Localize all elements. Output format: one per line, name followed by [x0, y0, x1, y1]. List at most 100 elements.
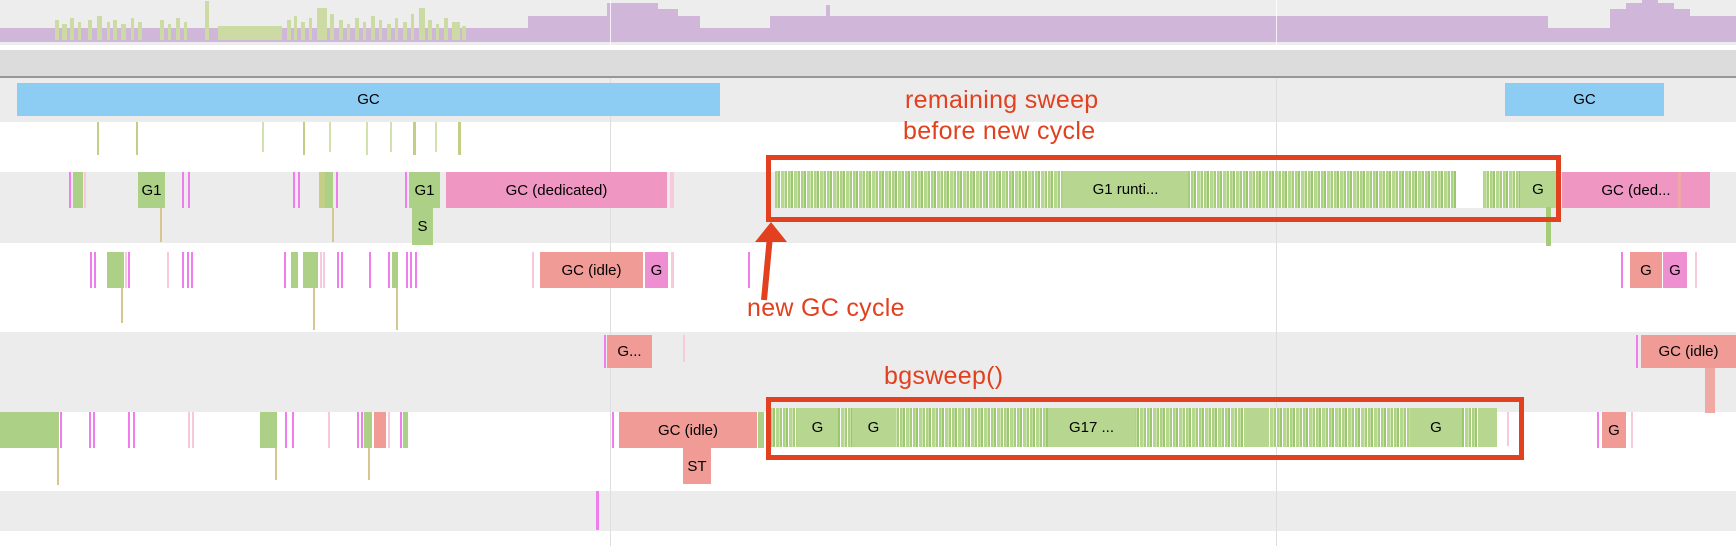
tick-mark[interactable] [262, 122, 264, 152]
trace-slice[interactable] [73, 172, 83, 208]
event-mark[interactable] [84, 172, 86, 208]
event-mark[interactable] [683, 335, 685, 362]
event-mark[interactable] [128, 252, 130, 288]
labeled-slice[interactable]: G [1410, 408, 1462, 447]
trace-slice[interactable] [758, 412, 764, 448]
tick-mark[interactable] [366, 122, 368, 155]
tick-mark[interactable] [136, 122, 138, 155]
trace-slice[interactable] [319, 172, 325, 208]
tick-mark[interactable] [390, 122, 392, 152]
event-mark[interactable] [406, 252, 408, 288]
event-mark[interactable] [93, 412, 95, 448]
event-mark[interactable] [90, 252, 92, 288]
tick-mark[interactable] [303, 122, 305, 155]
event-mark[interactable] [388, 412, 390, 448]
event-mark[interactable] [405, 172, 407, 208]
event-mark[interactable] [1507, 412, 1509, 446]
trace-slice[interactable] [392, 252, 398, 288]
event-mark[interactable] [94, 252, 96, 288]
tick-mark[interactable] [97, 122, 99, 155]
tick-mark[interactable] [329, 122, 331, 152]
event-mark[interactable] [388, 252, 390, 288]
event-mark[interactable] [748, 252, 750, 288]
gc-dedicated-slice[interactable]: GC (dedicated) [446, 172, 667, 208]
goroutine-slice[interactable]: G1 [409, 172, 440, 208]
event-mark[interactable] [1695, 252, 1697, 288]
trace-slice[interactable] [325, 172, 333, 208]
event-mark[interactable] [400, 412, 402, 448]
event-mark[interactable] [320, 252, 322, 288]
event-mark[interactable] [188, 172, 190, 208]
event-mark[interactable] [336, 172, 338, 208]
event-mark[interactable] [328, 412, 330, 448]
event-mark[interactable] [1636, 335, 1638, 368]
event-mark[interactable] [69, 172, 71, 208]
event-mark[interactable] [188, 412, 190, 448]
event-mark[interactable] [1621, 252, 1623, 288]
event-mark[interactable] [612, 412, 614, 448]
event-mark[interactable] [532, 252, 534, 288]
event-mark[interactable] [128, 412, 130, 448]
event-mark[interactable] [1597, 412, 1599, 448]
labeled-slice[interactable]: G1 runti... [1063, 171, 1188, 208]
labeled-slice[interactable]: G [852, 408, 895, 447]
event-mark[interactable] [670, 172, 674, 208]
sub-slice[interactable]: ST [683, 448, 711, 484]
event-mark[interactable] [323, 252, 325, 288]
event-mark[interactable] [604, 335, 606, 368]
event-mark[interactable] [182, 172, 184, 208]
event-mark[interactable] [369, 252, 371, 288]
event-mark[interactable] [410, 252, 412, 288]
event-mark[interactable] [192, 412, 194, 448]
trace-slice[interactable] [374, 412, 386, 448]
event-mark[interactable] [596, 491, 599, 530]
event-mark[interactable] [415, 252, 417, 288]
tick-mark[interactable] [458, 122, 461, 155]
gc-idle-slice[interactable]: GC (idle) [1641, 335, 1736, 368]
event-mark[interactable] [1631, 412, 1633, 448]
gc-span[interactable]: GC [1505, 83, 1664, 116]
trace-slice[interactable] [364, 412, 372, 448]
slice-gap[interactable] [1457, 171, 1482, 208]
trace-slice[interactable] [303, 252, 318, 288]
labeled-slice[interactable]: G [1520, 171, 1556, 208]
labeled-slice[interactable]: G [797, 408, 838, 447]
goroutine-slice[interactable]: G [1663, 252, 1687, 288]
event-mark[interactable] [167, 252, 169, 288]
g1-runtime-slices[interactable]: G1 runti... G [775, 171, 1556, 208]
trace-slice[interactable] [291, 252, 298, 288]
event-mark[interactable] [361, 412, 363, 448]
event-mark[interactable] [298, 172, 300, 208]
trace-slice[interactable] [260, 412, 277, 448]
event-mark[interactable] [191, 252, 193, 288]
event-mark[interactable] [292, 412, 294, 448]
gc-dedicated-slice[interactable]: GC (ded... [1562, 172, 1710, 208]
goroutine-slice[interactable]: G1 [138, 172, 165, 208]
goroutine-slice[interactable]: G [1630, 252, 1662, 288]
event-mark[interactable] [89, 412, 91, 448]
event-mark[interactable] [133, 412, 135, 448]
goroutine-slice[interactable]: G [645, 252, 668, 288]
event-mark[interactable] [125, 252, 127, 288]
goroutine-slice[interactable]: G [1602, 412, 1626, 448]
tick-mark[interactable] [435, 122, 437, 152]
event-mark[interactable] [285, 412, 287, 448]
event-mark[interactable] [671, 252, 674, 288]
time-ruler[interactable] [0, 50, 1736, 78]
gc-span[interactable]: GC [17, 83, 720, 116]
labeled-slice[interactable]: G17 ... [1048, 408, 1135, 447]
slice-gap[interactable] [1480, 408, 1497, 447]
goroutine-slice[interactable]: G... [607, 335, 652, 368]
event-mark[interactable] [1678, 172, 1681, 208]
sub-slice[interactable]: S [412, 208, 433, 245]
trace-slice[interactable] [0, 412, 59, 448]
tick-mark[interactable] [413, 122, 416, 155]
event-mark[interactable] [341, 252, 343, 288]
event-mark[interactable] [337, 252, 339, 288]
gc-idle-slice[interactable]: GC (idle) [619, 412, 757, 448]
trace-slice[interactable] [107, 252, 124, 288]
slice-gap[interactable] [1247, 408, 1269, 447]
event-mark[interactable] [60, 412, 62, 448]
trace-minimap[interactable] [0, 0, 1736, 45]
